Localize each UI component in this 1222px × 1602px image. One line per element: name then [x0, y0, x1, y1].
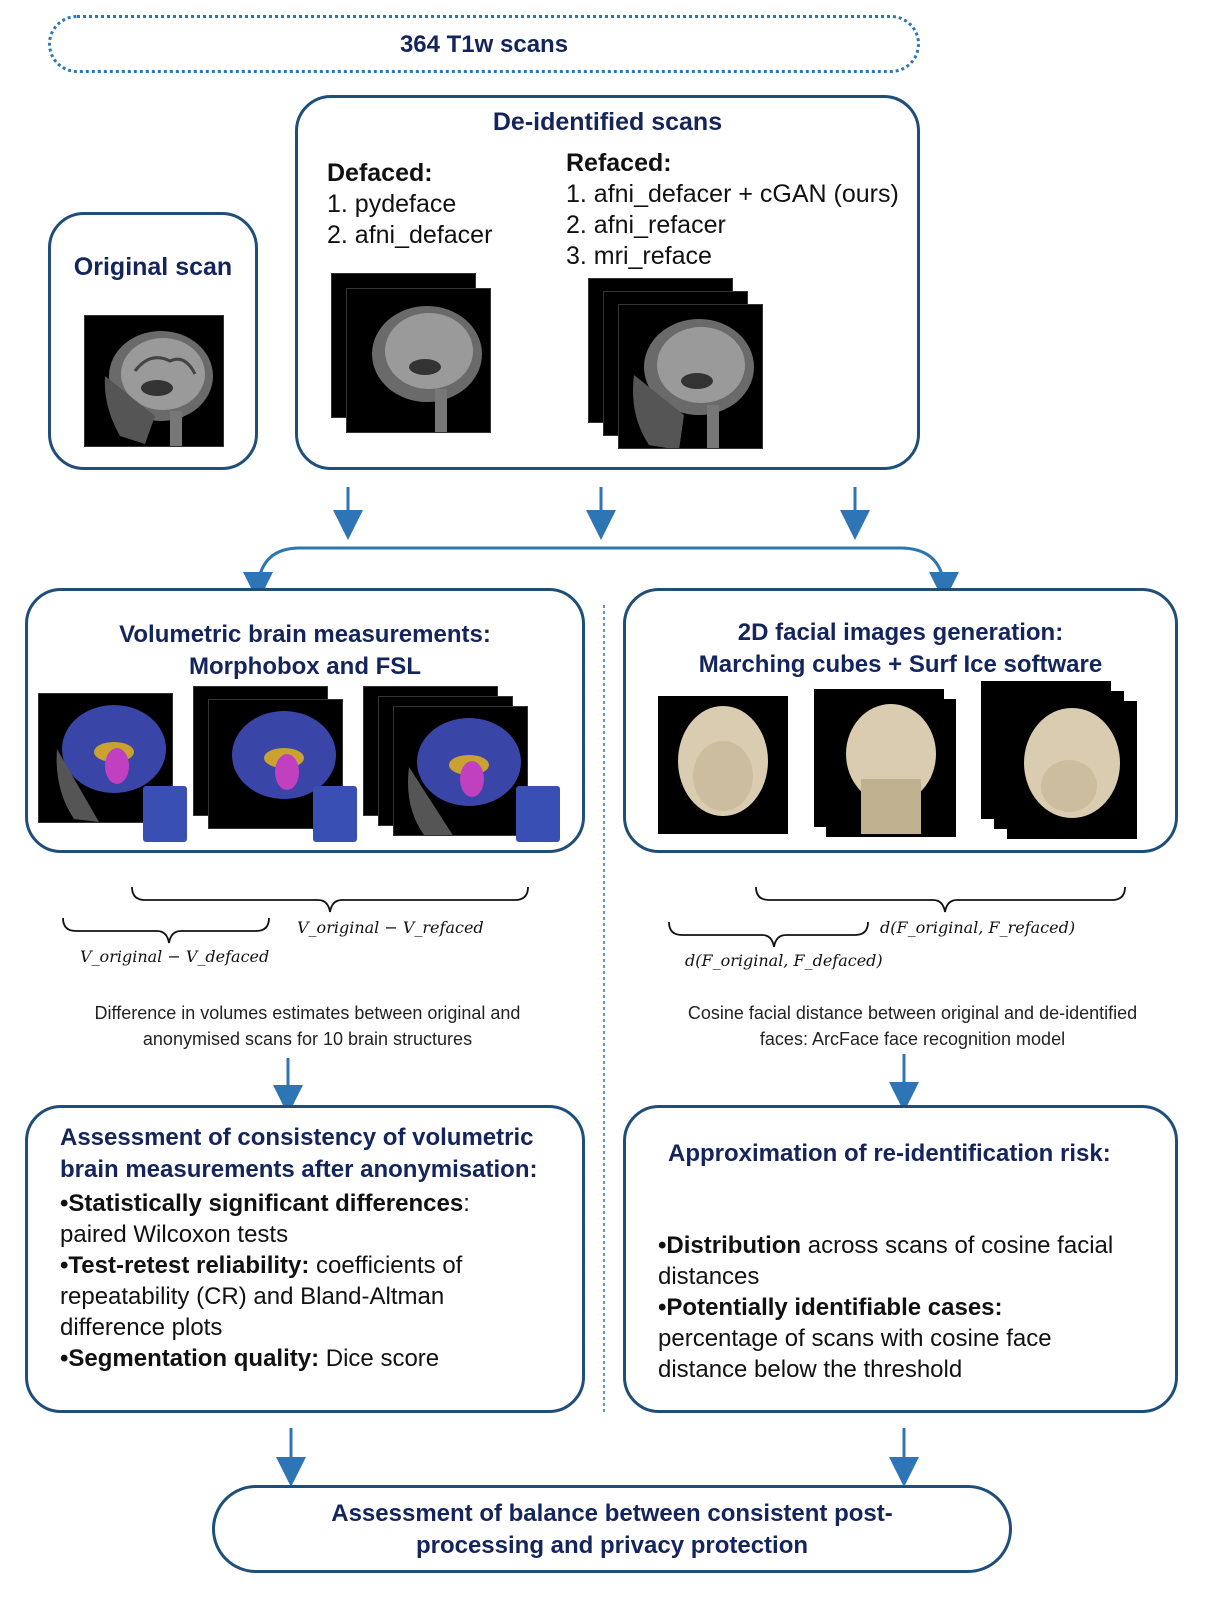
- refaced-item-3: 3. mri_reface: [566, 242, 712, 270]
- risk-b1-rest: across scans of cosine facial: [801, 1232, 1114, 1259]
- risk-title: Approximation of re-identification risk:: [668, 1140, 1111, 1167]
- original-mri-image: [84, 315, 224, 447]
- brace-volumetric-defaced: [62, 917, 270, 944]
- assessment-b1-bold: •Statistically significant differences: [60, 1190, 464, 1217]
- defaced-item-1: 1. pydeface: [327, 190, 457, 218]
- assessment-list: •Statistically significant differences: …: [60, 1188, 470, 1374]
- facial-caption-line1: Cosine facial distance between original …: [687, 1003, 1138, 1023]
- input-scans-label: 364 T1w scans: [399, 31, 569, 58]
- facial-title-line2: Marching cubes + Surf Ice software: [698, 651, 1103, 678]
- assessment-title: Assessment of consistency of volumetric …: [60, 1122, 537, 1186]
- assessment-title-line1: Assessment of consistency of volumetric: [60, 1124, 534, 1151]
- deidentified-title: De-identified scans: [492, 108, 723, 136]
- refaced-mri-image-front: [618, 304, 763, 449]
- assessment-b1-line2: paired Wilcoxon tests: [60, 1221, 289, 1248]
- assessment-b2-line3: difference plots: [60, 1314, 223, 1341]
- refaced-list: Refaced: 1. afni_defacer + cGAN (ours) 2…: [566, 148, 899, 272]
- facial-caption-line2: faces: ArcFace face recognition model: [759, 1029, 1066, 1049]
- defaced-mri-image-front: [346, 288, 491, 433]
- brace-label-face-refaced: d(F_original, F_refaced): [880, 918, 1076, 937]
- brace-facial-refaced: [755, 886, 1126, 913]
- volumetric-caption-line2: anonymised scans for 10 brain structures: [142, 1029, 473, 1049]
- facial-caption: Cosine facial distance between original …: [620, 1000, 1205, 1052]
- assessment-b2-bold: •Test-retest reliability:: [60, 1252, 310, 1279]
- assessment-b3-bold: •Segmentation quality:: [60, 1345, 320, 1372]
- brace-facial-defaced: [668, 921, 869, 948]
- assessment-box: Assessment of consistency of volumetric …: [25, 1105, 585, 1413]
- volumetric-title-line2: Morphobox and FSL: [189, 653, 421, 680]
- risk-b1-bold: •Distribution: [658, 1232, 802, 1259]
- deidentified-box: De-identified scans Defaced: 1. pydeface…: [295, 95, 920, 470]
- defaced-list: Defaced: 1. pydeface 2. afni_defacer: [327, 158, 492, 251]
- brace-label-face-defaced: d(F_original, F_defaced): [685, 951, 883, 970]
- assessment-b2-line2: repeatability (CR) and Bland-Altman: [60, 1283, 445, 1310]
- volumetric-caption: Difference in volumes estimates between …: [20, 1000, 595, 1052]
- brace-volumetric-refaced: [131, 886, 529, 913]
- final-line2: processing and privacy protection: [415, 1532, 809, 1559]
- doc-icon-2: [313, 786, 357, 842]
- final-line1: Assessment of balance between consistent…: [331, 1500, 893, 1527]
- split-connector: [256, 546, 946, 586]
- seg-image-refaced-front: [393, 706, 528, 836]
- doc-icon-1: [143, 786, 187, 842]
- volumetric-title-line1: Volumetric brain measurements:: [119, 621, 491, 648]
- original-scan-title: Original scan: [73, 253, 233, 281]
- volumetric-caption-line1: Difference in volumes estimates between …: [94, 1003, 521, 1023]
- facial-box: 2D facial images generation: Marching cu…: [623, 588, 1178, 853]
- risk-b2-line3: distance below the threshold: [658, 1356, 963, 1383]
- face-image-refaced-front: [1007, 701, 1137, 839]
- risk-box: Approximation of re-identification risk:…: [623, 1105, 1178, 1413]
- risk-b1-line2: distances: [658, 1263, 760, 1290]
- face-image-original: [658, 696, 788, 834]
- seg-image-original: [38, 693, 173, 823]
- final-box: Assessment of balance between consistent…: [212, 1485, 1012, 1573]
- refaced-item-1: 1. afni_defacer + cGAN (ours): [566, 180, 899, 208]
- risk-b2-bold: •Potentially identifiable cases:: [658, 1294, 1003, 1321]
- risk-list: •Distribution across scans of cosine fac…: [658, 1230, 1113, 1385]
- assessment-b3-rest: Dice score: [319, 1345, 440, 1372]
- brace-label-vol-defaced: V_original − V_defaced: [80, 947, 270, 966]
- refaced-header: Refaced:: [566, 149, 672, 177]
- volumetric-box: Volumetric brain measurements: Morphobox…: [25, 588, 585, 853]
- facial-title-line1: 2D facial images generation:: [737, 619, 1064, 646]
- defaced-header: Defaced:: [327, 159, 433, 187]
- assessment-b1-rest: :: [463, 1190, 470, 1217]
- assessment-b2-rest: coefficients of: [309, 1252, 463, 1279]
- assessment-title-line2: brain measurements after anonymisation:: [60, 1156, 538, 1183]
- doc-icon-3: [516, 786, 560, 842]
- input-scans-box: 364 T1w scans: [48, 15, 920, 73]
- refaced-item-2: 2. afni_refacer: [566, 211, 726, 239]
- defaced-item-2: 2. afni_defacer: [327, 221, 493, 249]
- risk-b2-line2: percentage of scans with cosine face: [658, 1325, 1052, 1352]
- face-image-defaced-front: [826, 699, 956, 837]
- original-scan-box: Original scan: [48, 212, 258, 470]
- brace-label-vol-refaced: V_original − V_refaced: [297, 918, 484, 937]
